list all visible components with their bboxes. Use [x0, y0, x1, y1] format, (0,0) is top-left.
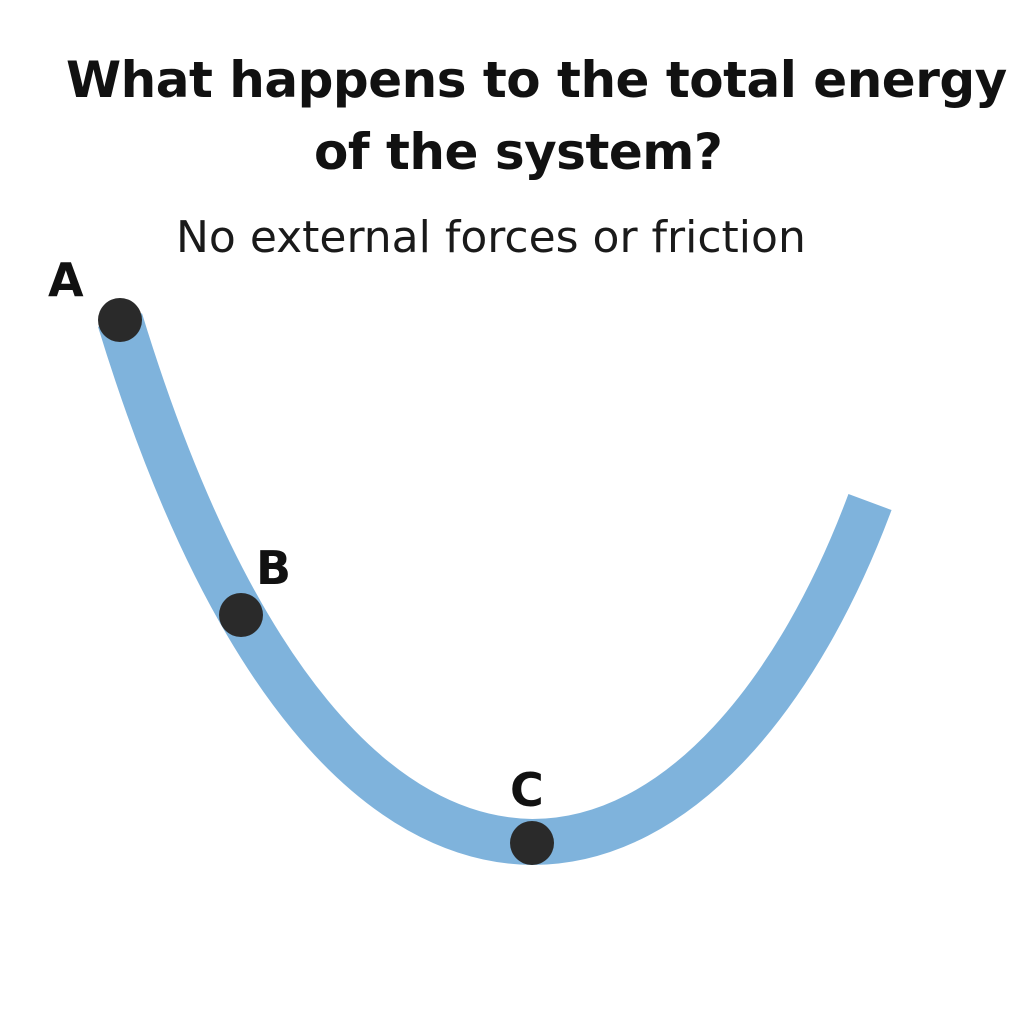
- point-label-b: B: [256, 541, 291, 595]
- question-line-1: What happens to the total energy: [66, 51, 1007, 109]
- bead-c: [510, 821, 554, 865]
- curved-track: [98, 313, 892, 866]
- condition-subtitle: No external forces or friction: [176, 212, 806, 263]
- point-label-a: A: [48, 253, 84, 307]
- question-title: What happens to the total energy of the …: [0, 44, 1024, 188]
- point-label-c: C: [510, 763, 544, 817]
- question-line-2: of the system?: [314, 123, 723, 181]
- bead-b: [219, 593, 263, 637]
- bead-a: [98, 298, 142, 342]
